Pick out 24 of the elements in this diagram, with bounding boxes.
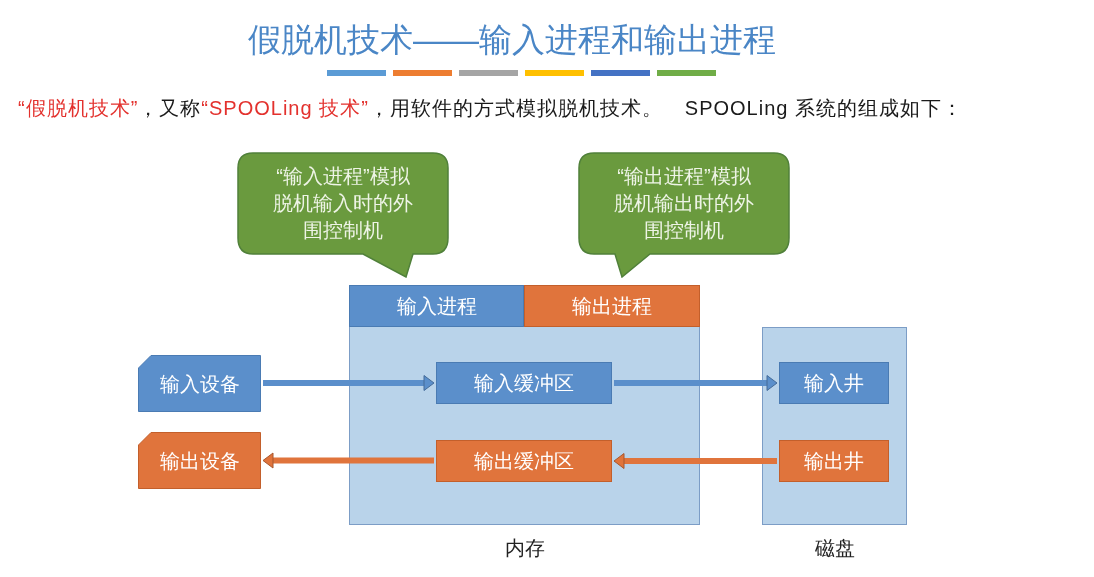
speech-bubble (578, 152, 790, 278)
arrow (262, 452, 434, 469)
intro-text: SPOOLing 系统的组成如下： (684, 96, 963, 121)
arrow (263, 375, 435, 391)
intro-text: ，又称 (138, 96, 202, 121)
spool-area-box: 输出井 (779, 440, 889, 482)
highlighted-term: “假脱机技术” (18, 96, 139, 121)
slide-title: 假脱机技术——输入进程和输出进程 (248, 20, 776, 60)
panel-label: 内存 (504, 536, 545, 560)
buffer-box: 输入缓冲区 (436, 362, 612, 404)
panel-label: 磁盘 (814, 536, 855, 560)
spool-area-box: 输入井 (779, 362, 889, 404)
speech-bubble (237, 152, 449, 278)
intro-text: ，用软件的方式模拟脱机技术。 (368, 96, 663, 121)
process-box: 输出进程 (524, 285, 700, 327)
process-box: 输入进程 (349, 285, 524, 327)
highlighted-term: “SPOOLing 技术” (201, 96, 369, 121)
device-box: 输出设备 (138, 432, 261, 489)
arrow (614, 375, 778, 391)
arrow (613, 453, 777, 469)
callout-text: “输出进程”模拟脱机输出时的外围控制机 (613, 163, 755, 243)
callout-text: “输入进程”模拟脱机输入时的外围控制机 (272, 163, 414, 243)
buffer-box: 输出缓冲区 (436, 440, 612, 482)
device-box: 输入设备 (138, 355, 261, 412)
